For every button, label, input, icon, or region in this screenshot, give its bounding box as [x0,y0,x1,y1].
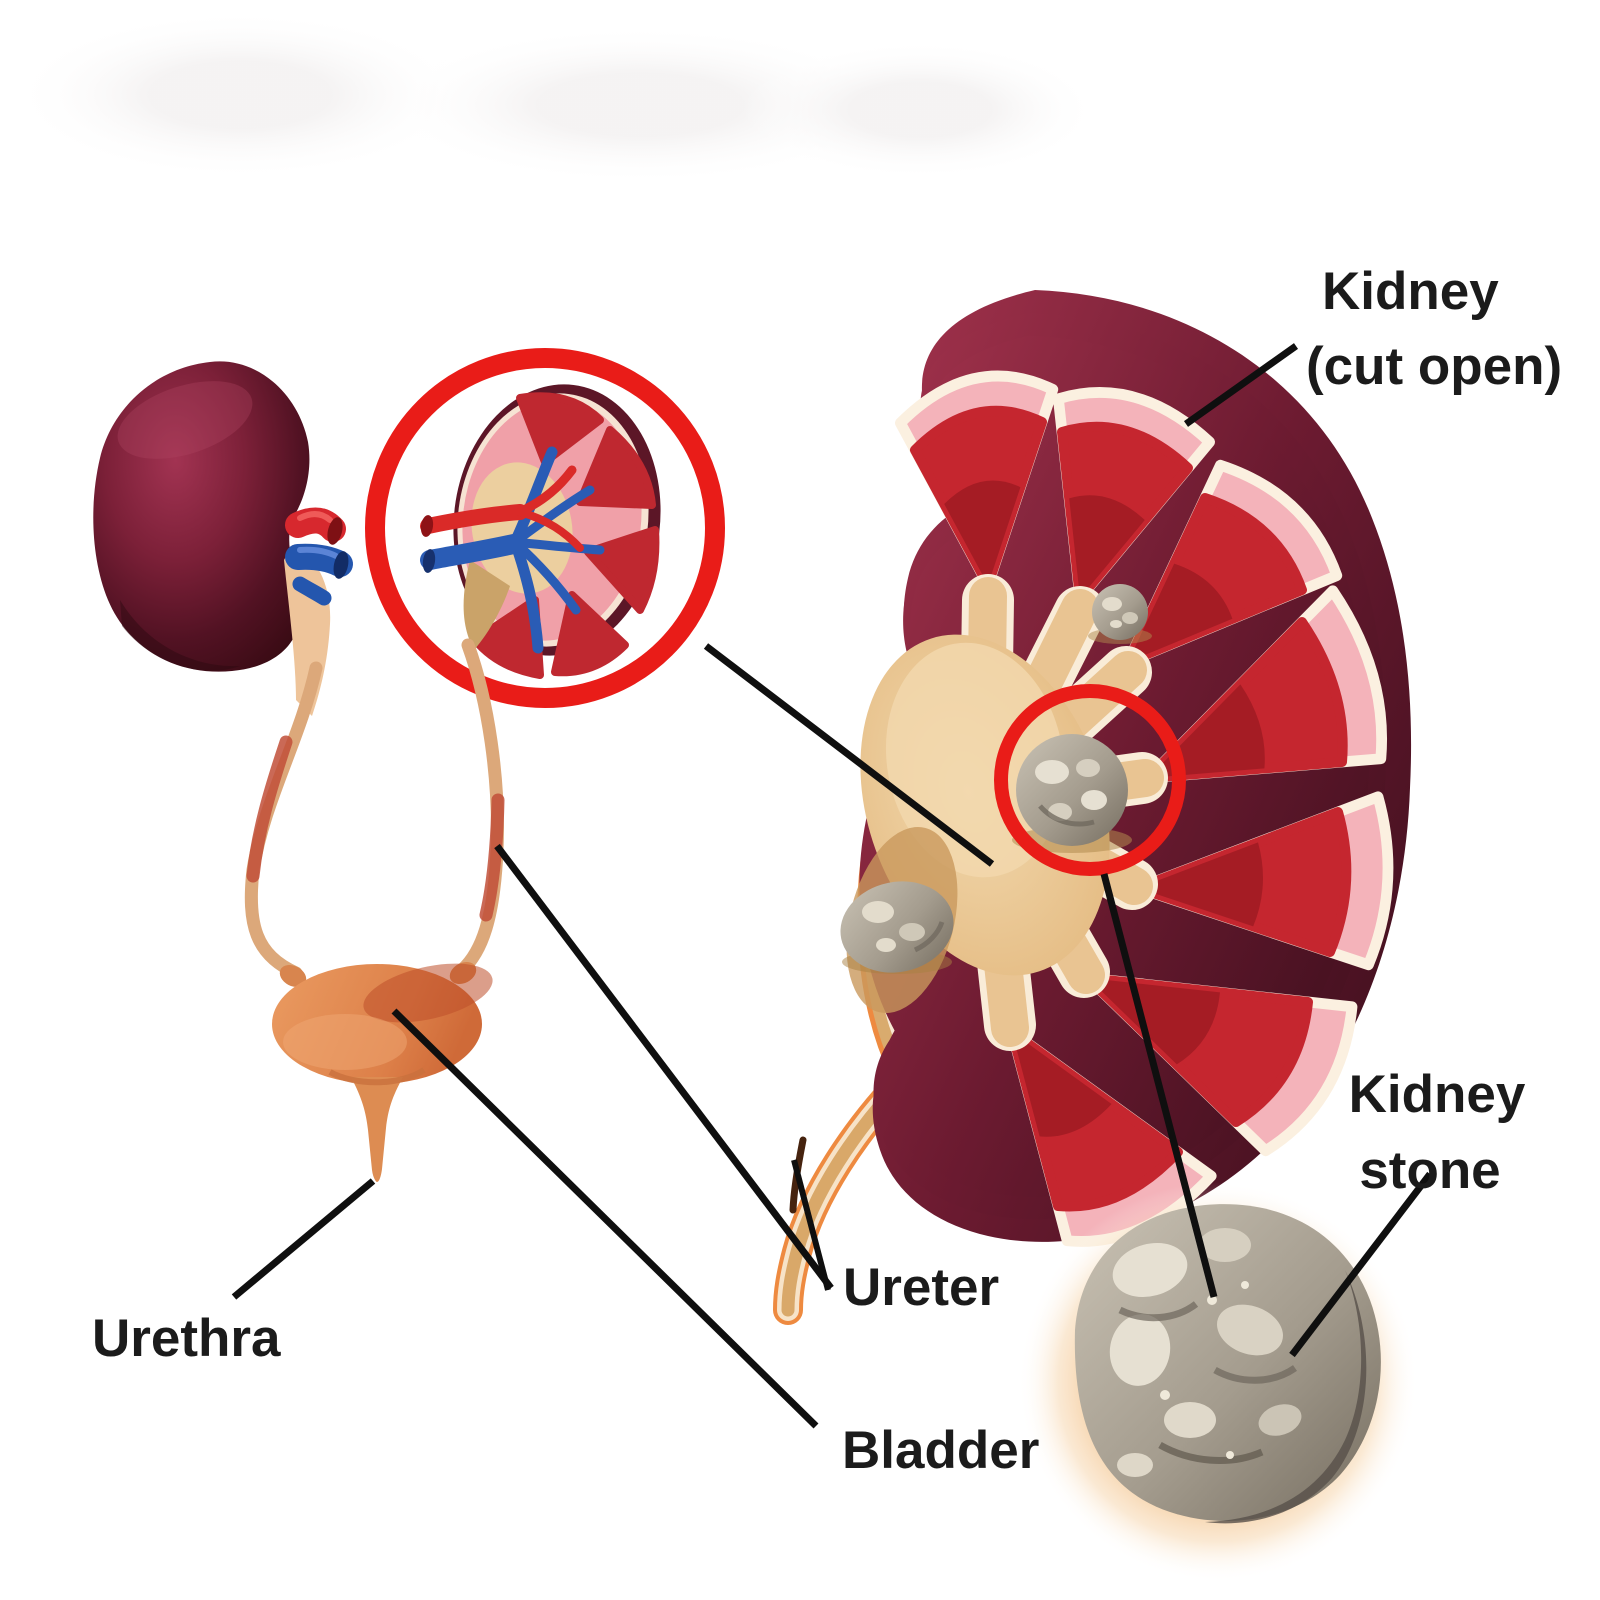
stone-crevice [1038,804,1095,827]
stone-patch [899,923,925,941]
label-ureter: Ureter [843,1258,999,1317]
renal-artery-cut-end [327,517,343,545]
small-vein-cut-end [422,549,436,573]
artery-trunk [420,504,528,534]
stone-patch [1164,1402,1216,1438]
whole-kidney-shadow [120,600,240,671]
leader-circle-to-kidney [703,643,995,867]
renal-vein-branches [420,446,605,654]
stone-patch [1102,597,1122,611]
right-ureter [455,638,505,977]
bladder-sheen [283,1014,407,1070]
stone-patch [1035,760,1069,784]
bladder-top-shade [363,963,493,1023]
renal-vein-cut-end [333,551,349,579]
stone-speckle [1207,1295,1217,1305]
stone-patch [1122,612,1138,624]
vein-trunk [420,533,528,570]
label-urethra: Urethra [92,1309,281,1368]
right-ureter-red-segment [479,793,505,922]
leader-ureter-left [791,1159,831,1291]
bladder-neck [351,1077,403,1182]
pyramid [584,526,660,614]
stone-body [1016,734,1128,846]
small-kidney-pyramids [471,392,660,679]
stone-speckle [1160,1390,1170,1400]
label-kidney-cut-open-line2: (cut open) [1306,337,1562,396]
artery-branch [516,508,584,552]
cut-open-kidney-small [420,384,661,679]
label-kidney-stone-line1: Kidney [1349,1065,1526,1124]
bladder-group [272,961,493,1182]
renal-vein-highlight [297,546,339,559]
whole-kidney-highlight [117,381,253,459]
stone-body [1092,584,1148,640]
stone-patch [862,901,894,923]
pyramid [576,426,656,509]
left-ureter [244,661,323,980]
leader-bladder [391,1008,819,1429]
leader-kidney-stone-label [1289,1171,1433,1358]
small-kidney-pelvis-exit [463,560,510,650]
stone-patch [1110,620,1122,628]
left-ureter-red-segment [246,735,293,883]
label-bladder: Bladder [842,1421,1039,1480]
whole-kidney [93,361,353,716]
red-circle-stone-ring [994,684,1186,876]
stone-patch [1081,790,1107,810]
vein-branch [509,446,558,548]
renal-artery-branches [420,465,584,552]
stone-patch [876,938,896,952]
small-artery-cut-end [420,515,434,537]
leader-urethra [231,1178,376,1300]
kidney-stone-circled [1012,734,1132,853]
faded-watermark [10,10,1100,185]
stone-patch [1117,1453,1153,1477]
stone-patch [1199,1228,1251,1262]
renal-artery-highlight [297,511,333,523]
stone-patch [1112,1243,1188,1297]
ureter-bladder-junction-left [279,964,307,988]
faded-blob [740,40,1100,180]
red-circle-ring [365,348,725,708]
kidney-stone-small-top [1088,584,1152,644]
leader-lines [231,343,1433,1429]
pyramid [551,591,629,677]
renal-vein-branch [292,576,332,606]
artery-branch [515,465,577,517]
stone-crevice [913,921,945,953]
stone-patch [1076,759,1100,777]
leader-circle-to-stone [1100,873,1218,1298]
stone-patch [1217,1304,1283,1356]
magnifier-circle-group [365,348,725,708]
labels: Kidney (cut open) Kidney stone Ureter Bl… [92,262,1562,1480]
large-ureter-tan [781,1071,912,1317]
stone-crevice [1118,1301,1199,1322]
kidney-stone-mid-left [840,881,954,974]
stone-speckle [1241,1281,1249,1289]
pyramid [516,392,604,466]
leader-kidney-cut-open [1183,343,1299,427]
cut-open-kidney-large [773,290,1412,1325]
leader-ureter-right [494,843,834,1291]
stone-crevice [1158,1441,1264,1464]
bladder-neck-fold [328,1067,426,1086]
label-kidney-cut-open-line1: Kidney [1322,262,1499,321]
stone-crevice [1213,1365,1297,1384]
vein-branch [509,536,544,654]
faded-blob [10,10,470,180]
stone-speckle [1226,1451,1234,1459]
kidney-stone-large [1018,1182,1418,1582]
stone-patch [1109,1314,1171,1386]
whole-kidney-body [93,361,310,672]
stone-patch [1258,1404,1302,1436]
label-kidney-stone-line2: stone [1359,1141,1500,1200]
